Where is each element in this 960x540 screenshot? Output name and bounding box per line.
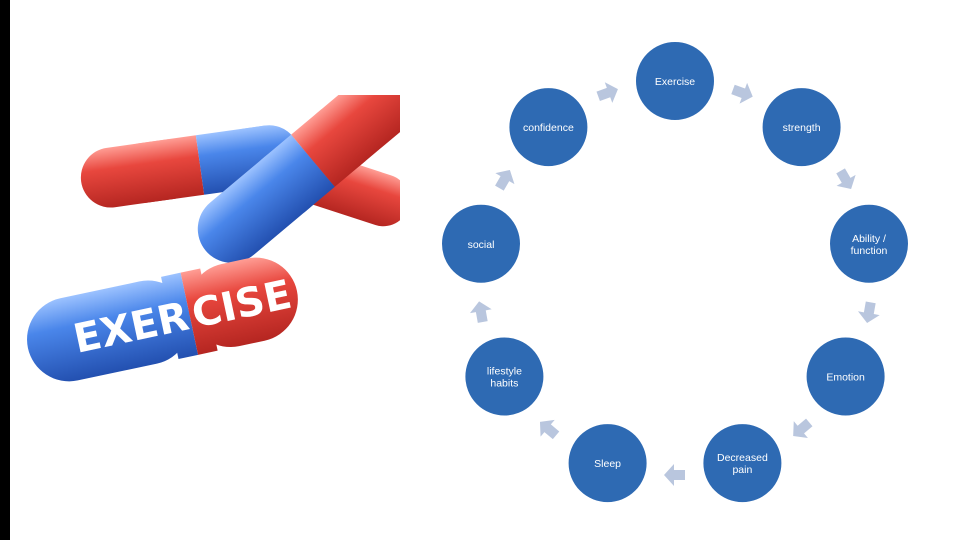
cycle-node-label: pain — [732, 464, 752, 476]
pill-middle — [80, 125, 300, 208]
cycle-node: social — [440, 202, 522, 285]
pill-exercise: EXER CISE — [27, 257, 298, 382]
cycle-node-circle — [701, 422, 784, 505]
cycle-node-circle — [760, 86, 843, 169]
cycle-node: Sleep — [566, 422, 649, 505]
cycle-node-label: Decreased — [717, 452, 768, 464]
cycle-node-label: Ability / — [852, 233, 886, 245]
cycle-node-label: social — [468, 239, 495, 251]
cycle-arrow — [731, 82, 753, 104]
cycle-arrow — [793, 418, 813, 438]
cycle-arrow — [539, 419, 560, 440]
left-edge-bar — [0, 0, 10, 540]
cycle-node-label: Emotion — [826, 372, 865, 384]
cycle-node-label: strength — [783, 122, 821, 134]
cycle-node-label: habits — [490, 378, 518, 390]
cycle-arrow — [664, 464, 685, 486]
pill-diagonal — [197, 95, 400, 263]
exercise-pills-illustration: EXER CISE — [20, 95, 400, 395]
cycle-node-circle — [463, 335, 546, 418]
cycle-node-circle — [566, 422, 649, 505]
cycle-arrow — [469, 301, 492, 323]
cycle-node-label: Sleep — [594, 458, 621, 470]
cycle-node-label: lifestyle — [487, 366, 522, 378]
cycle-node: Ability /function — [828, 202, 910, 285]
cycle-node: confidence — [507, 86, 590, 169]
cycle-node: Emotion — [804, 335, 887, 418]
cycle-node-label: Exercise — [655, 76, 695, 88]
cycle-arrow — [857, 301, 880, 324]
cycle-node-circle — [634, 40, 716, 122]
cycle-arrow — [495, 169, 515, 191]
pills-svg: EXER CISE — [27, 95, 400, 382]
cycle-node-circle — [440, 202, 522, 285]
cycle-node-circle — [828, 202, 910, 285]
cycle-node-label: confidence — [523, 122, 574, 134]
cycle-arrow — [596, 82, 618, 103]
cycle-node-label: function — [851, 245, 888, 257]
cycle-node-circle — [507, 86, 590, 169]
cycle-node: strength — [760, 86, 843, 169]
cycle-arrow — [836, 168, 856, 190]
cycle-node-circle — [804, 335, 887, 418]
cycle-node: Exercise — [634, 40, 716, 122]
